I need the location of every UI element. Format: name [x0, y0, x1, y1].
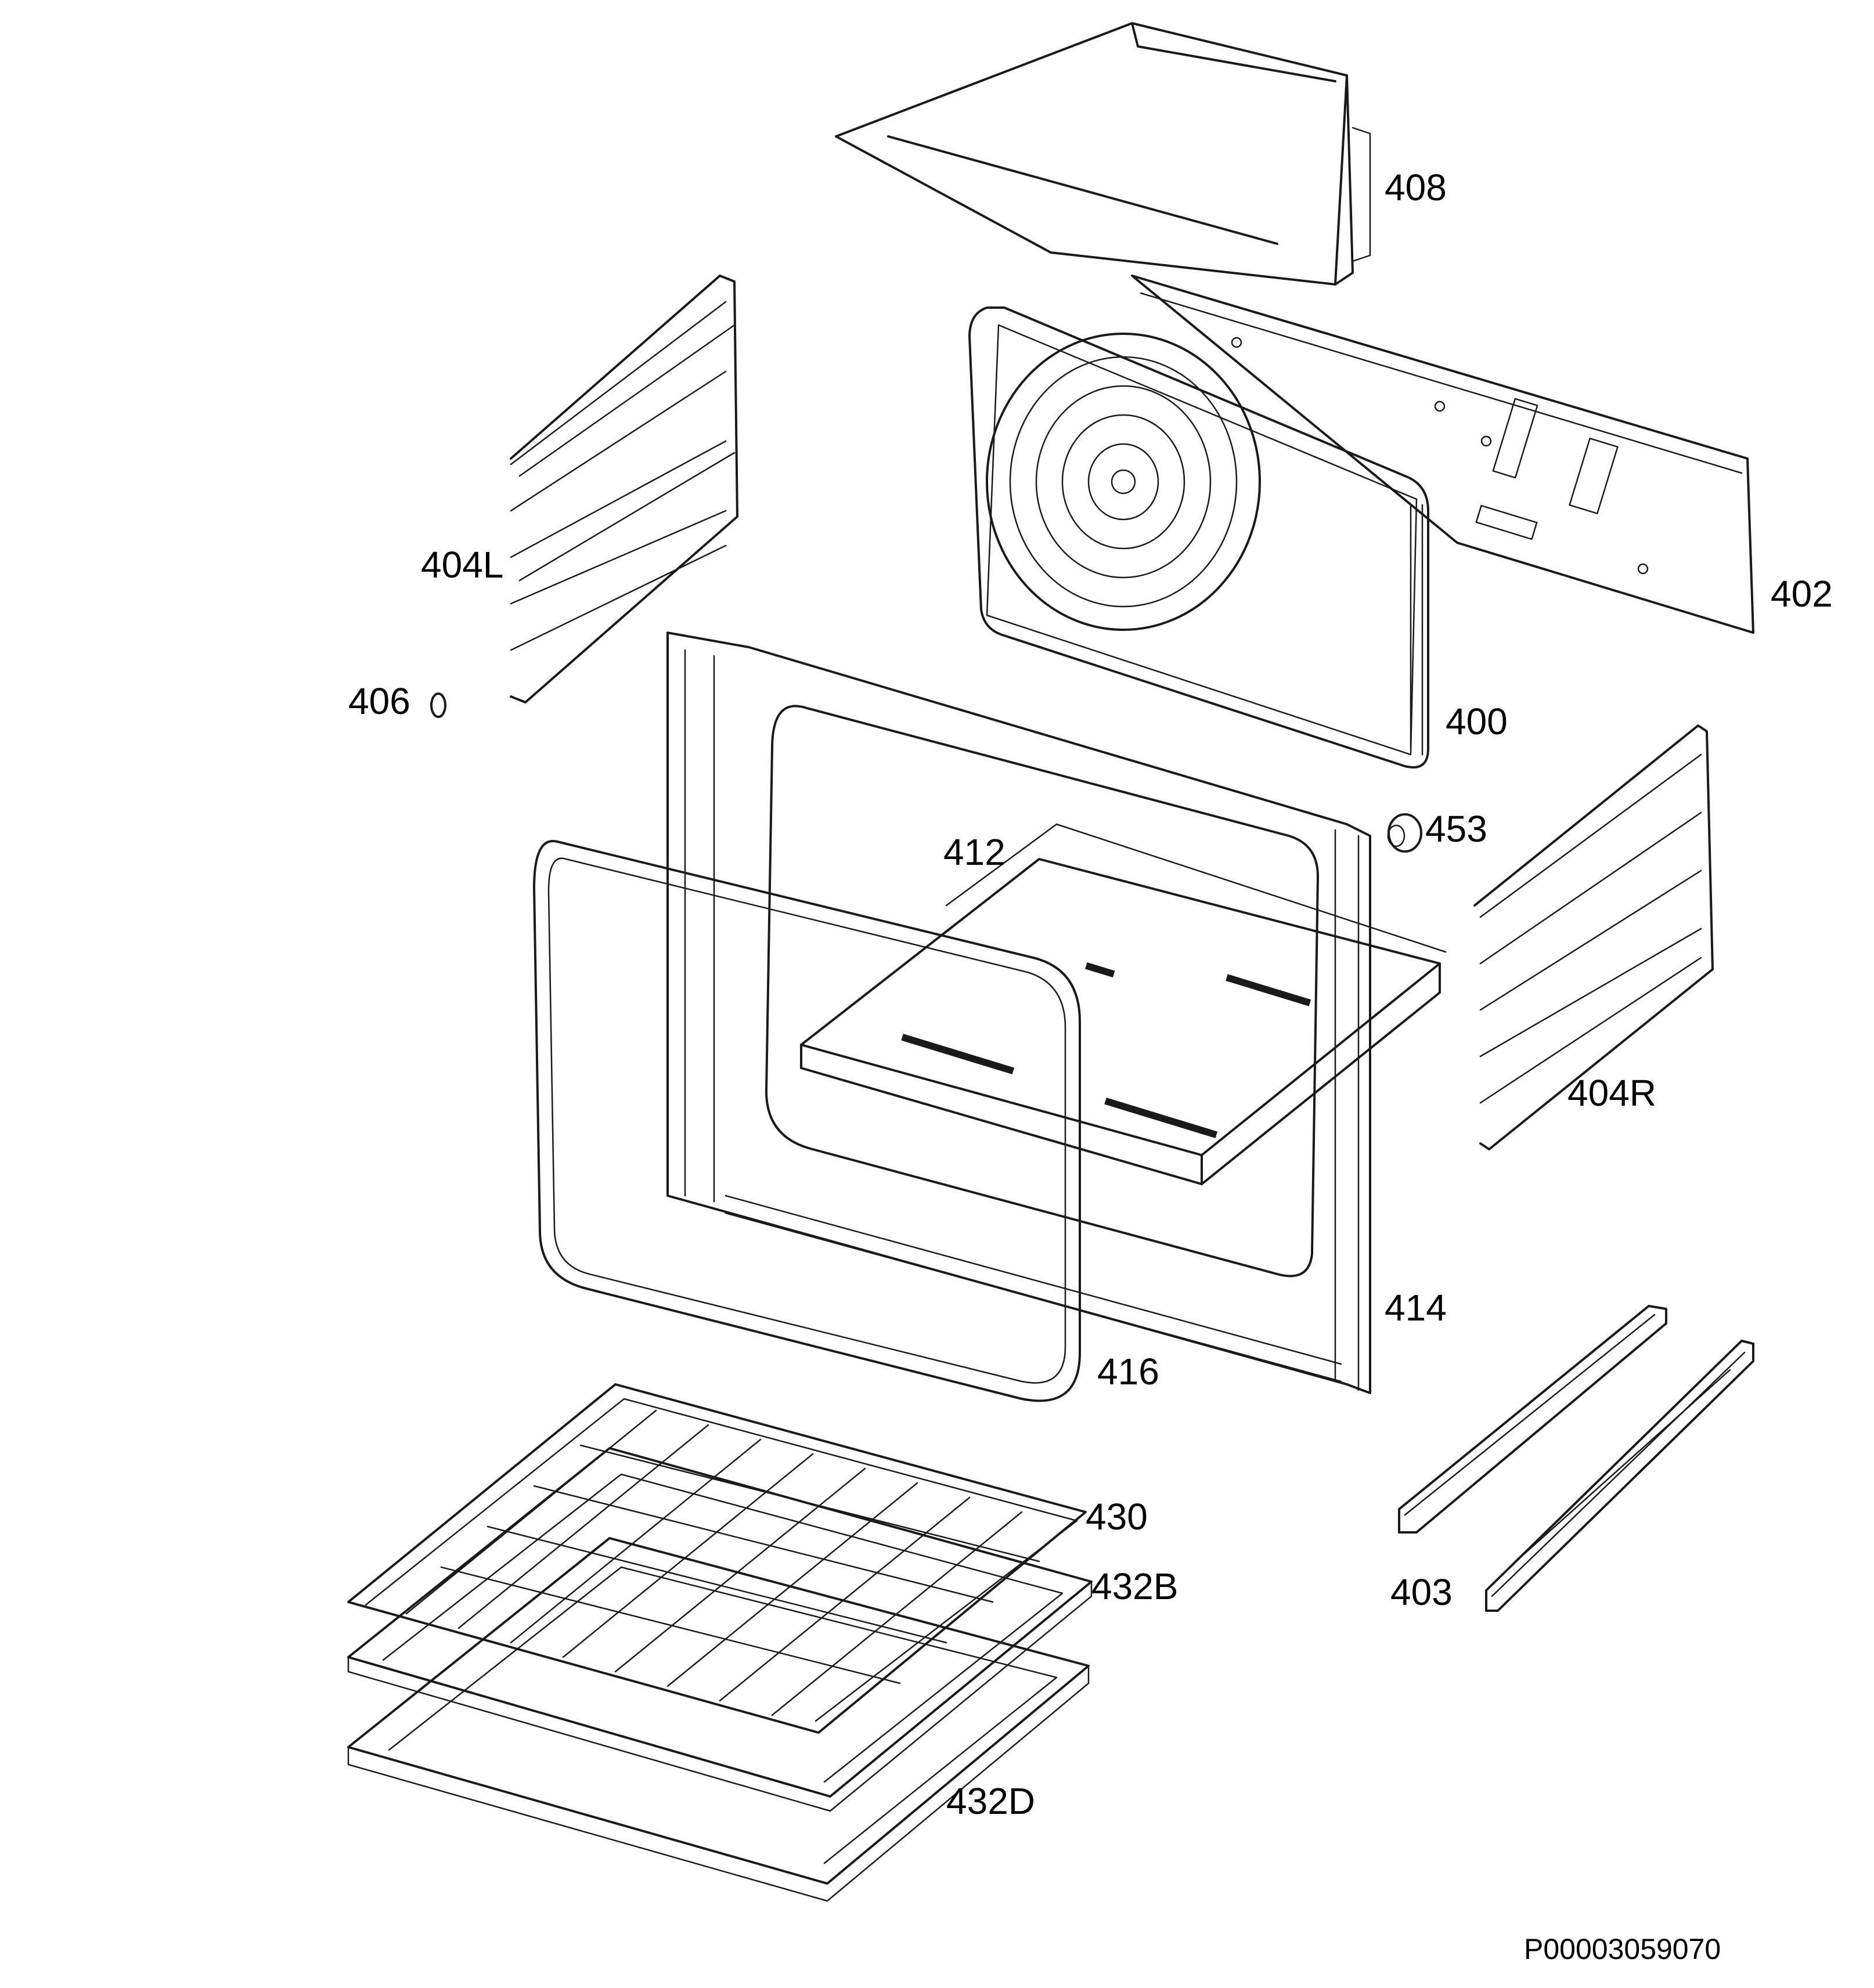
part-403-telescopic-rails: [1398, 1305, 1754, 1612]
part-402-rear-panel: [1131, 275, 1754, 634]
callout-403: 403: [1390, 1571, 1453, 1613]
callout-406: 406: [348, 680, 410, 722]
part-406-clip: [430, 692, 446, 718]
callout-412: 412: [943, 831, 1006, 873]
part-432D-deep-tray: [347, 1537, 1090, 1902]
part-412-bottom-tray: [800, 823, 1447, 1185]
part-416-door-gasket: [533, 840, 1081, 1402]
callout-432D: 432D: [946, 1780, 1035, 1822]
part-453-lamp: [1387, 813, 1422, 853]
part-414-oven-cavity: [666, 632, 1371, 1394]
part-408-top-shield: [835, 22, 1371, 286]
part-404L-left-shelf-support: [510, 275, 738, 703]
callout-432B: 432B: [1091, 1565, 1178, 1607]
callout-414: 414: [1385, 1287, 1447, 1329]
callout-408: 408: [1385, 167, 1447, 208]
document-id: P00003059070: [1524, 1933, 1721, 1965]
callout-404R: 404R: [1567, 1072, 1656, 1114]
part-432B-baking-tray: [347, 1447, 1093, 1812]
part-400-fan-cover: [968, 306, 1429, 768]
callout-453: 453: [1425, 808, 1487, 850]
callout-404L: 404L: [421, 544, 503, 586]
callout-400: 400: [1446, 701, 1508, 742]
callout-402: 402: [1771, 573, 1833, 615]
callout-430: 430: [1086, 1496, 1148, 1538]
part-404R-right-shelf-support: [1473, 724, 1714, 1150]
part-430-wire-rack: [347, 1383, 1087, 1734]
callout-416: 416: [1097, 1351, 1159, 1392]
